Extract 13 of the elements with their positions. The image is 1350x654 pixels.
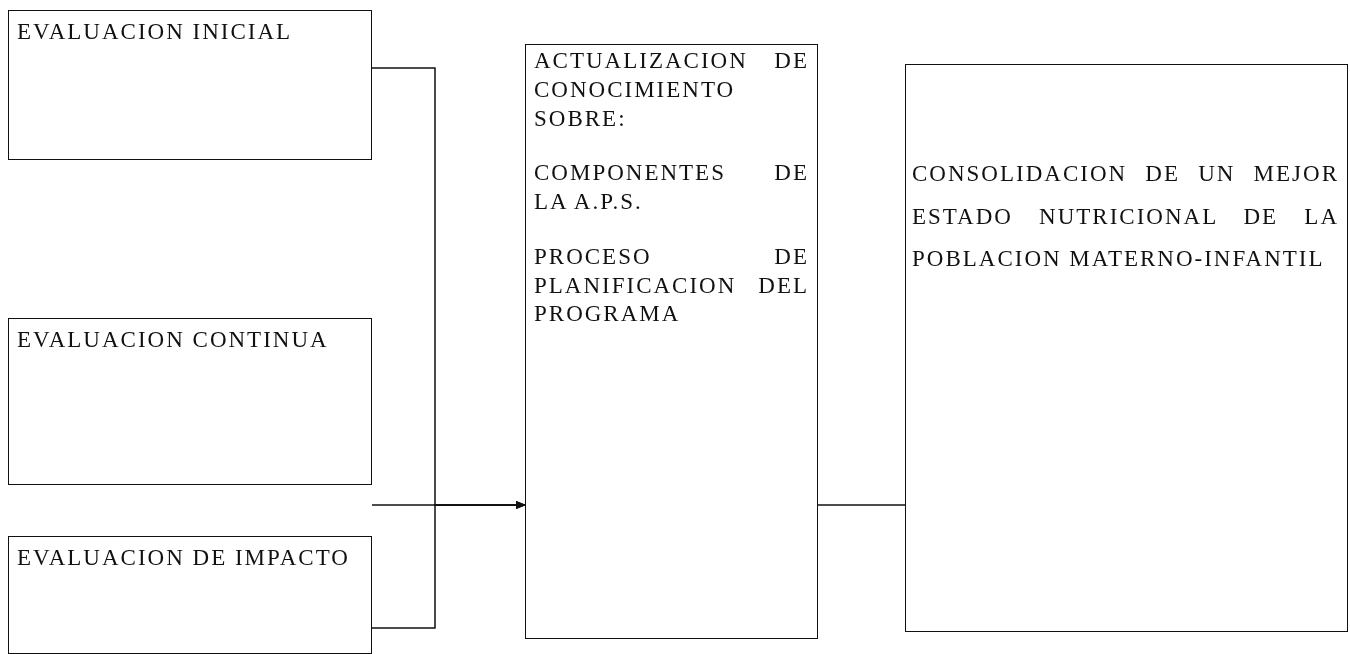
process-box	[8, 536, 372, 654]
box-text: COMPONENTES DE LA A.P.S.	[534, 159, 809, 216]
process-box	[8, 318, 372, 485]
box-text: EVALUACION DE IMPACTO	[17, 544, 351, 572]
process-box	[8, 10, 372, 160]
box-text: PROCESO DE PLANIFICACION DEL PROGRAMA	[534, 242, 809, 329]
process-box	[525, 44, 818, 639]
box-text: EVALUACION INICIAL	[17, 18, 294, 46]
box-text: CONSOLIDACION DE UN MEJOR ESTADO NUTRICIONAL DE LA POBLACION MATERNO-INFANTIL	[912, 160, 1339, 274]
connector-arrow	[371, 501, 526, 629]
box-text: ACTUALIZACION DE CONOCIMIENTO SOBRE:	[534, 47, 809, 133]
process-box	[905, 64, 1348, 632]
box-text: EVALUACION CONTINUA	[17, 326, 330, 354]
